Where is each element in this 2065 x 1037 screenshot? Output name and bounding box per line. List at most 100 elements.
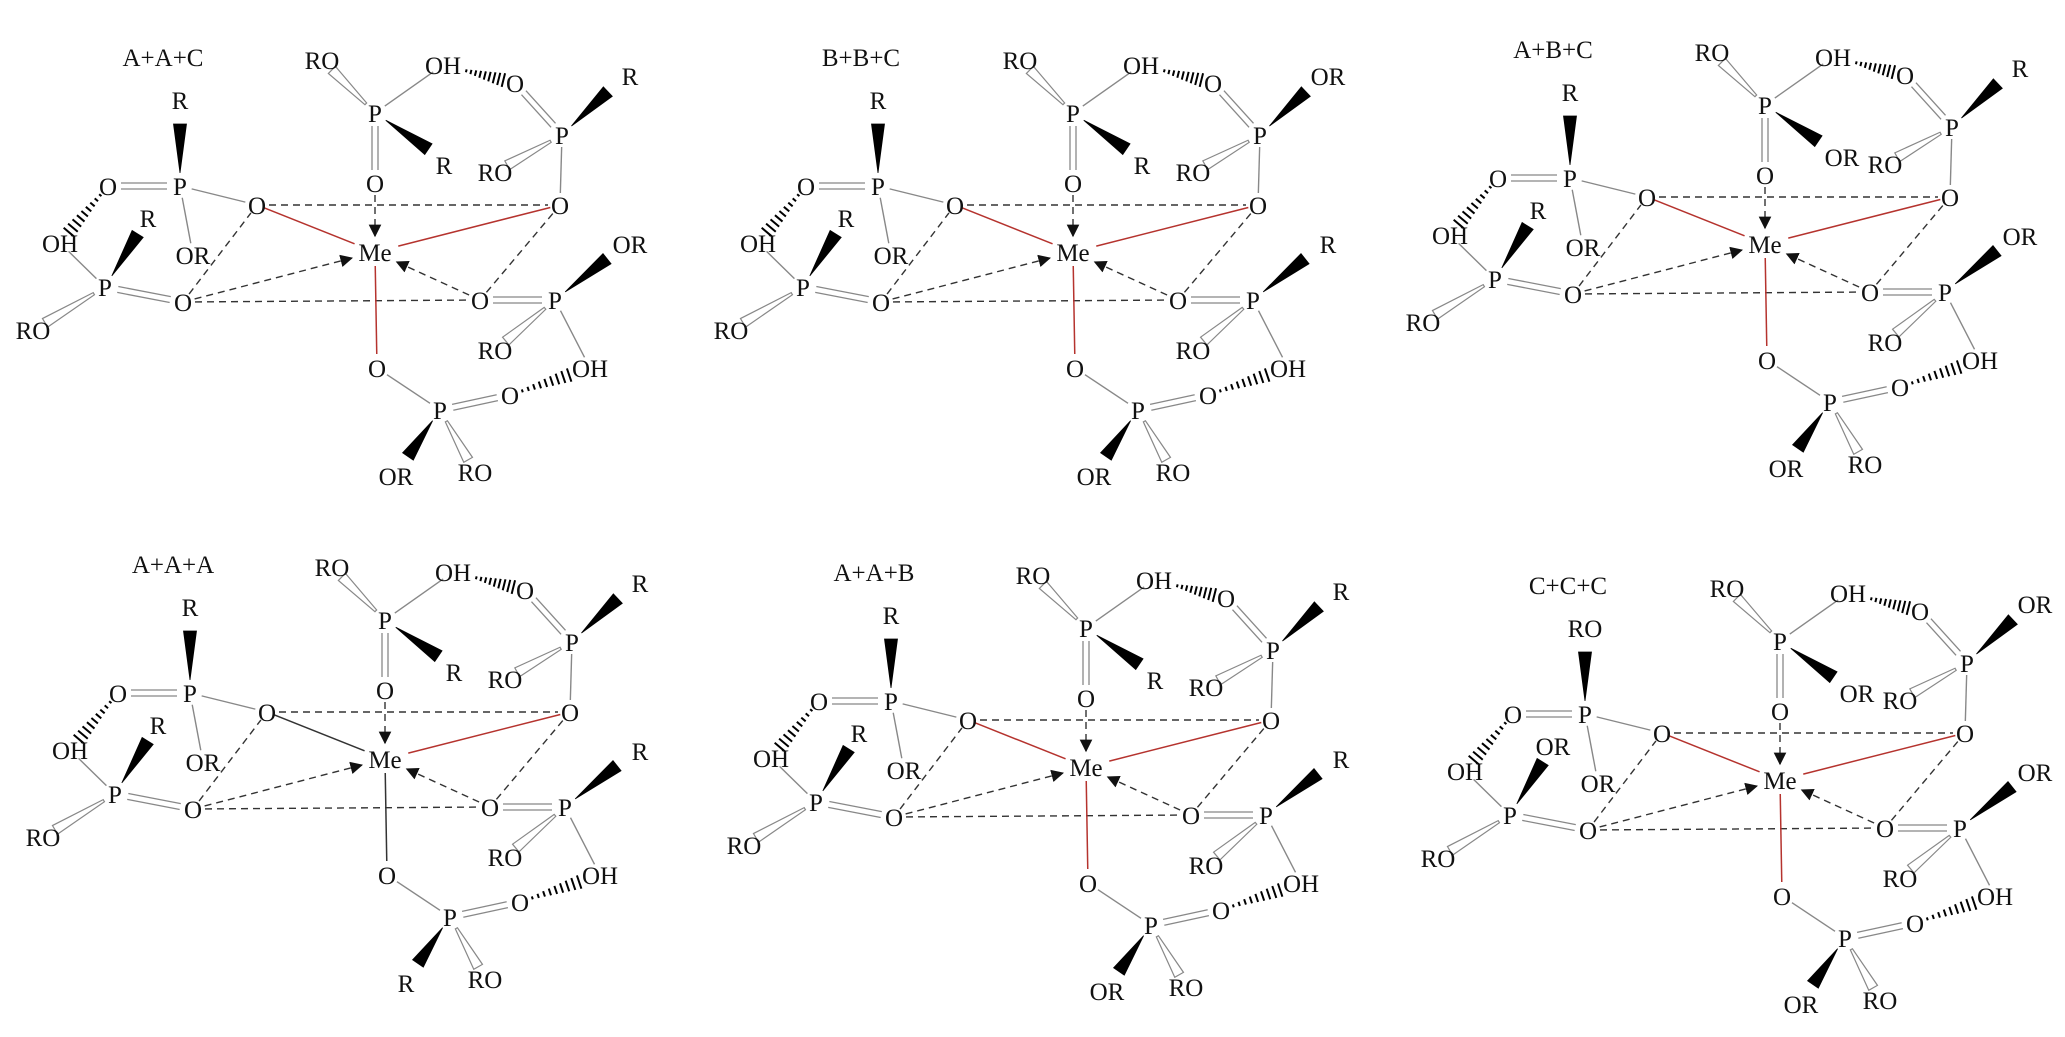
double-bond [828,800,882,819]
wedge-bond [385,119,433,156]
hydrogen-bond-hash [1468,721,1508,766]
double-bond [1082,641,1090,685]
ester-ro-label: RO [1848,452,1883,479]
phosphorus-label: P [1488,267,1502,294]
me-o-bond-bottom [1072,265,1076,355]
ester-ro-label: RO [305,48,340,75]
hollow-wedge-bond [1717,57,1758,98]
ester-ro-label: RO [1003,48,1038,75]
dashed-edge [1593,740,1657,823]
hollow-wedge-bond [1199,306,1245,346]
phosphorus-label: P [378,608,392,635]
wedge-bond [1969,781,2017,821]
hydrogen-bond-hash [520,368,573,393]
hollow-wedge-bond [1214,654,1263,686]
oxygen-label: O [368,356,386,383]
hollow-wedge-bond [513,646,562,678]
ester-ro-label: RO [727,833,762,860]
me-o-bond-bottom [1764,257,1768,347]
oxygen-label: O [1212,898,1230,925]
single-bond [384,71,434,107]
substituent-label: R [182,595,199,622]
double-bond [503,803,552,811]
ester-ro-label: RO [1016,563,1051,590]
phosphorus-label: P [548,288,562,315]
hollow-wedge-bond [41,291,96,328]
substituent-label: OR [1311,64,1346,91]
single-bond [559,310,586,358]
substituent-label: R [622,64,639,91]
hydroxyl-label: OH [572,356,608,383]
substituent-label: OR [1536,734,1571,761]
phosphorus-label: P [1945,115,1959,142]
hollow-wedge-bond [1025,65,1066,106]
oxygen-label: O [810,689,828,716]
dashed-edge [899,727,963,810]
hydrogen-bond-hash [530,875,583,900]
dashed-edge [1584,291,1859,295]
double-bond [461,901,509,918]
wedge-bond [1563,115,1577,166]
phosphorus-label: P [1758,93,1772,120]
phosphorus-label: P [1578,702,1592,729]
hydroxyl-label: OH [740,231,776,258]
ester-or-label: OR [887,758,922,785]
single-bond [1458,242,1487,272]
me-o-bond-left [1669,735,1760,773]
hydroxyl-label: OH [1447,759,1483,786]
structure-panel: A+A+CMePPPPPPOOOOOOOOOOHOHOHROROROROROOR… [16,45,648,491]
dative-arrow [892,254,1051,300]
single-bond [1791,902,1836,932]
hydrogen-bond-hash [1175,584,1218,603]
oxygen-label: O [1204,71,1222,98]
oxygen-label: O [885,805,903,832]
hollow-wedge-bond [454,926,484,971]
single-bond [1270,661,1274,709]
hollow-wedge-bond [51,798,106,835]
oxygen-label: O [109,681,127,708]
wedge-bond [1961,78,2003,119]
substituent-label: OR [1840,681,1875,708]
oxygen-label: O [797,174,815,201]
double-bond [121,182,167,190]
oxygen-label: O [872,290,890,317]
oxygen-label: O [1564,282,1582,309]
me-o-bond-left [1654,199,1745,237]
phosphorus-label: P [1079,616,1093,643]
single-bond [1571,189,1582,236]
substituent-label: OR [1077,464,1112,491]
double-bond [1776,654,1784,698]
me-o-bond-bottom [384,772,388,862]
oxygen-label: O [959,708,977,735]
ester-or-label: OR [186,750,221,777]
dashed-edge [886,212,950,295]
me-o-bond-right [1109,721,1262,762]
single-bond [1949,138,1953,186]
oxygen-label: O [516,578,534,605]
hydroxyl-label: OH [582,863,618,890]
double-bond [131,689,177,697]
phosphorus-label: P [1823,390,1837,417]
substituent-label: R [398,971,415,998]
phosphorus-label: P [108,782,122,809]
single-bond [1776,366,1821,396]
me-o-bond-bottom [374,265,378,355]
single-bond [1257,310,1284,358]
single-bond [386,374,431,404]
double-bond [531,597,566,635]
substituent-label: R [1333,747,1350,774]
wedge-bond [173,123,187,174]
ester-ro-label: RO [1695,40,1730,67]
phosphorus-label: P [796,275,810,302]
single-bond [1095,586,1145,622]
substituent-label: R [1562,80,1579,107]
dashed-edge [485,212,555,293]
dashed-edge [892,299,1167,303]
dashed-edge [1875,204,1945,285]
single-bond [396,881,441,911]
metal-center-label: Me [1069,755,1102,782]
phosphorus-label: P [1953,816,1967,843]
substituent-label: OR [1090,979,1125,1006]
me-o-bond-bottom [1779,793,1783,883]
hydroxyl-label: OH [1136,568,1172,595]
